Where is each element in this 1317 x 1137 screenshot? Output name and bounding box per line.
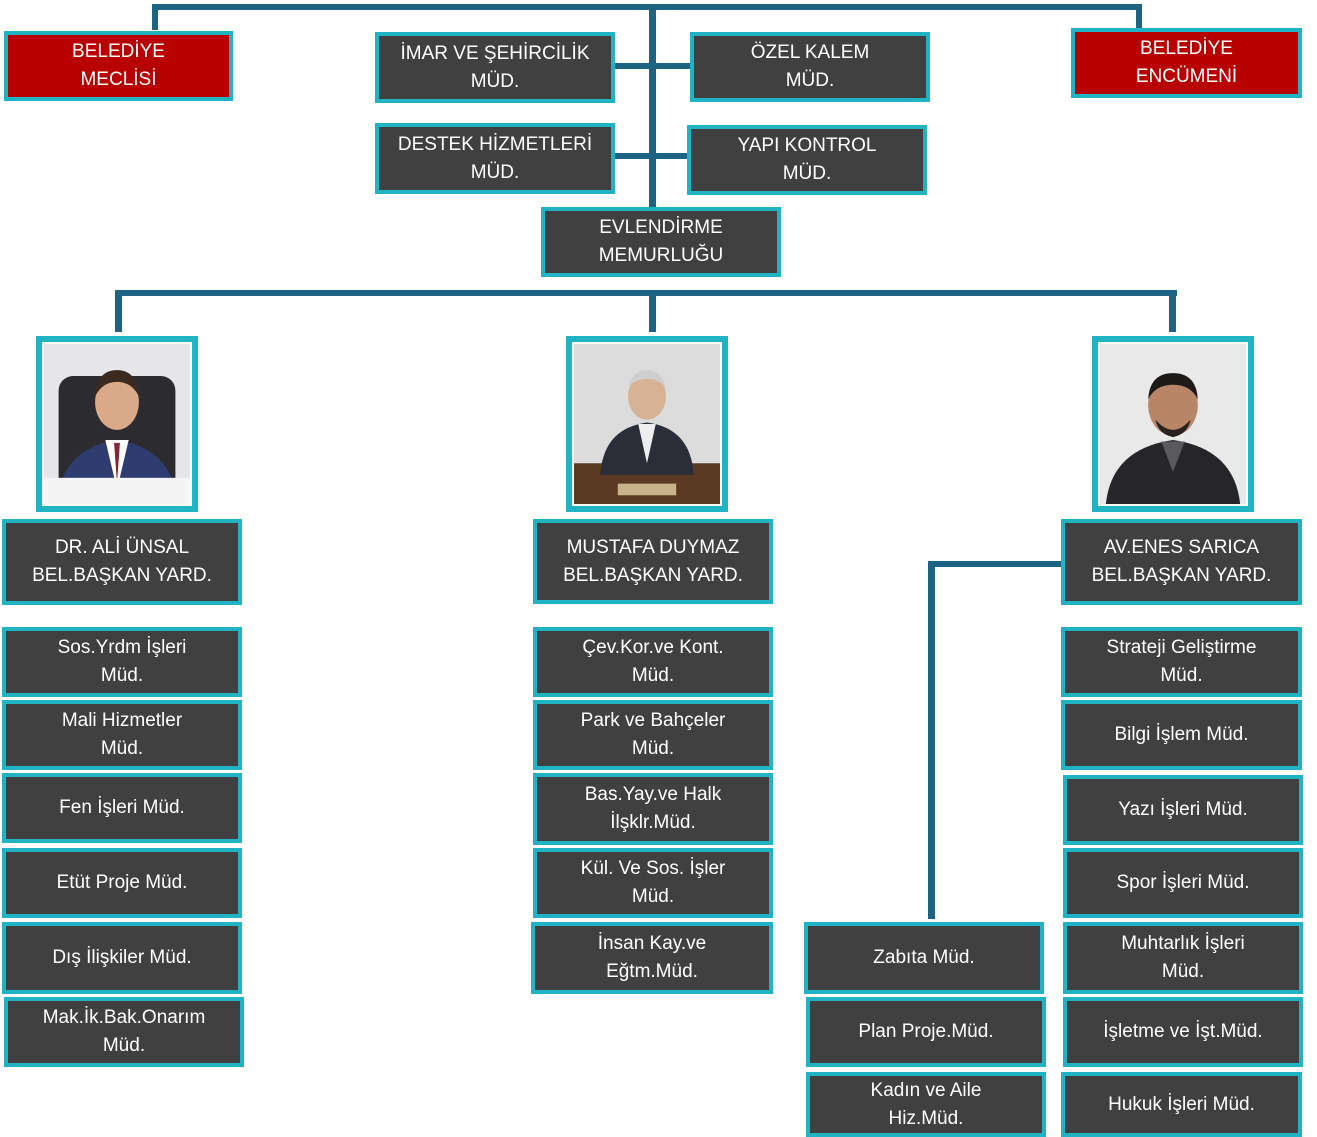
destek-hizmetleri-box: DESTEK HİZMETLERİ MÜD. (375, 123, 615, 194)
connector-center-trunk (649, 10, 656, 208)
person-portrait-icon (1100, 344, 1246, 504)
deputy-1-title-box: DR. ALİ ÜNSAL BEL.BAŞKAN YARD. (2, 519, 242, 605)
connector-council-drop (152, 4, 158, 30)
connector-deputies-horizontal (115, 290, 1177, 296)
dept-kadin-aile-hizmetleri: Kadın ve Aile Hiz.Müd. (806, 1072, 1046, 1137)
dept-strateji-gelistirme: Strateji Geliştirme Müd. (1061, 627, 1302, 697)
dept-zabita: Zabıta Müd. (804, 922, 1044, 994)
connector-zabita-horizontal (928, 561, 1062, 567)
connector-yapi-kontrol (656, 153, 689, 159)
dept-spor-isleri: Spor İşleri Müd. (1063, 848, 1303, 918)
dept-isletme-istirakler: İşletme ve İşt.Müd. (1063, 997, 1303, 1067)
connector-deputy-2-drop (649, 296, 656, 332)
yapi-kontrol-box: YAPI KONTROL MÜD. (687, 125, 927, 195)
deputy-2-photo (566, 336, 728, 512)
dept-insan-kaynaklari-egitim: İnsan Kay.ve Eğtm.Müd. (531, 922, 773, 994)
dept-plan-proje: Plan Proje.Müd. (806, 997, 1046, 1067)
dept-bilgi-islem: Bilgi İşlem Müd. (1061, 700, 1302, 770)
dept-etut-proje: Etüt Proje Müd. (2, 848, 242, 918)
evlendirme-memurlugu-box: EVLENDİRME MEMURLUĞU (541, 207, 781, 277)
deputy-1-photo (36, 336, 198, 512)
deputy-3-photo (1092, 336, 1254, 512)
connector-destek (612, 153, 649, 159)
dept-hukuk-isleri: Hukuk İşleri Müd. (1061, 1072, 1302, 1137)
belediye-encumeni-box: BELEDİYE ENCÜMENİ (1071, 28, 1302, 98)
connector-deputy-1-drop (115, 290, 122, 332)
dept-yazi-isleri: Yazı İşleri Müd. (1063, 775, 1303, 845)
dept-muhtarlik-isleri: Muhtarlık İşleri Müd. (1063, 922, 1303, 994)
ozel-kalem-box: ÖZEL KALEM MÜD. (690, 32, 930, 102)
connector-deputy-3-drop (1169, 290, 1176, 332)
dept-mali-hizmetler: Mali Hizmetler Müd. (2, 700, 242, 770)
belediye-meclisi-box: BELEDİYE MECLİSİ (4, 31, 233, 101)
connector-imar (612, 63, 649, 69)
imar-sehircilik-box: İMAR VE ŞEHİRCİLİK MÜD. (375, 32, 615, 103)
dept-sos-yrdm-isleri: Sos.Yrdm İşleri Müd. (2, 627, 242, 697)
connector-zabita-vertical (928, 561, 935, 919)
connector-top-horizontal (152, 4, 1142, 10)
dept-mak-ik-bak-onarim: Mak.İk.Bak.Onarım Müd. (4, 997, 244, 1067)
dept-bas-yay-halk-iliskiler: Bas.Yay.ve Halk İlşklr.Müd. (533, 773, 773, 845)
dept-cev-kor-kont: Çev.Kor.ve Kont. Müd. (533, 627, 773, 697)
connector-committee-drop (1136, 4, 1142, 30)
dept-park-bahceler: Park ve Bahçeler Müd. (533, 700, 773, 770)
person-portrait-icon (44, 344, 190, 504)
dept-dis-iliskiler: Dış İlişkiler Müd. (2, 922, 242, 994)
dept-fen-isleri: Fen İşleri Müd. (2, 773, 242, 843)
connector-ozel-kalem (656, 63, 692, 69)
person-portrait-icon (574, 344, 720, 504)
deputy-2-title-box: MUSTAFA DUYMAZ BEL.BAŞKAN YARD. (533, 519, 773, 604)
dept-kul-sos-isler: Kül. Ve Sos. İşler Müd. (533, 848, 773, 918)
deputy-3-title-box: AV.ENES SARICA BEL.BAŞKAN YARD. (1061, 519, 1302, 605)
